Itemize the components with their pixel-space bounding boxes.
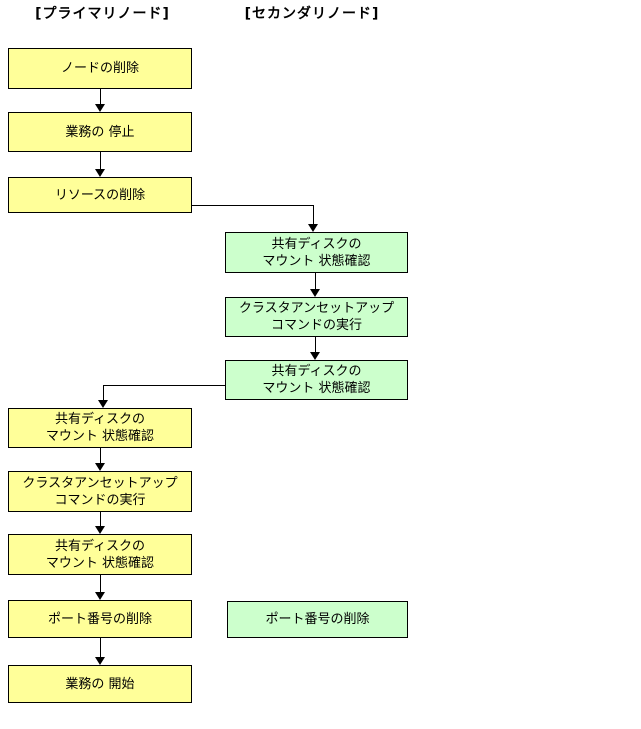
flow-node-stop-operation: 業務の 停止 [8,112,192,152]
flow-node-label: マウント 状態確認 [262,253,371,269]
connector-line-primary-check-1-to-unsetup [100,448,101,464]
flow-node-delete-resource: リソースの削除 [8,177,192,213]
connector-line-stop-operation-to-delete-resource [100,152,101,170]
connector-line-delete-node-to-stop-operation [100,89,101,105]
flow-node-delete-port-primary: ポート番号の削除 [8,600,192,638]
flow-node-start-operation: 業務の 開始 [8,665,192,703]
arrowhead-down-icon [98,400,108,408]
flow-node-delete-node: ノードの削除 [8,48,192,89]
flow-node-delete-port-secondary: ポート番号の削除 [227,601,408,638]
column-header-primary-node: [プライマリノード] [35,6,170,22]
flow-node-label: リソースの削除 [54,187,146,203]
flow-node-label: クラスタアンセットアップ [22,475,178,491]
flow-node-shared-disk-mount-check-secondary-1: 共有ディスクのマウント 状態確認 [225,232,408,273]
column-header-secondary-node: [セカンダリノード] [244,6,380,22]
flow-node-label: マウント 状態確認 [45,555,155,571]
flow-node-label: マウント 状態確認 [262,381,371,396]
flow-node-label: 共有ディスクの [271,364,362,379]
arrowhead-down-icon [310,352,320,360]
connector-line-secondary-check-2-to-primary-check-1 [103,385,104,401]
arrowhead-down-icon [308,224,318,232]
flow-node-label: ノードの削除 [60,61,139,76]
flow-node-label: マウント 状態確認 [45,429,155,444]
connector-line-delete-resource-to-secondary-check-1 [313,205,314,225]
connector-line-delete-resource-to-secondary-check-1 [192,205,314,206]
flow-node-shared-disk-mount-check-secondary-2: 共有ディスクのマウント 状態確認 [225,360,408,400]
connector-line-primary-check-2-to-delete-port [100,575,101,593]
flow-node-label: 共有ディスクの [271,236,362,252]
flow-node-label: 業務の 停止 [65,124,135,140]
arrowhead-down-icon [95,104,105,112]
flow-node-label: 共有ディスクの [54,538,146,554]
arrowhead-down-icon [95,169,105,177]
flow-node-label: クラスタアンセットアップ [238,301,395,316]
flow-node-label: 共有ディスクの [54,412,146,427]
flow-node-shared-disk-mount-check-primary-1: 共有ディスクのマウント 状態確認 [8,408,192,448]
flow-node-label: コマンドの実行 [270,318,362,333]
connector-line-delete-port-to-start-operation [100,638,101,658]
flow-node-cluster-unsetup-primary: クラスタアンセットアップコマンドの実行 [8,471,192,512]
flow-node-shared-disk-mount-check-primary-2: 共有ディスクのマウント 状態確認 [8,534,192,575]
connector-line-secondary-check-2-to-primary-check-1 [103,385,226,386]
flow-node-label: コマンドの実行 [54,492,146,508]
arrowhead-down-icon [95,657,105,665]
flow-node-cluster-unsetup-secondary: クラスタアンセットアップコマンドの実行 [225,297,408,337]
flow-node-label: ポート番号の削除 [265,612,370,627]
connector-line-unsetup-to-secondary-check-2 [315,337,316,353]
arrowhead-down-icon [310,289,320,297]
arrowhead-down-icon [95,592,105,600]
flow-node-label: ポート番号の削除 [47,611,152,627]
connector-line-secondary-check-1-to-unsetup [315,273,316,290]
connector-line-unsetup-to-primary-check-2 [100,512,101,527]
arrowhead-down-icon [95,463,105,471]
flow-node-label: 業務の 開始 [65,676,135,692]
arrowhead-down-icon [95,526,105,534]
